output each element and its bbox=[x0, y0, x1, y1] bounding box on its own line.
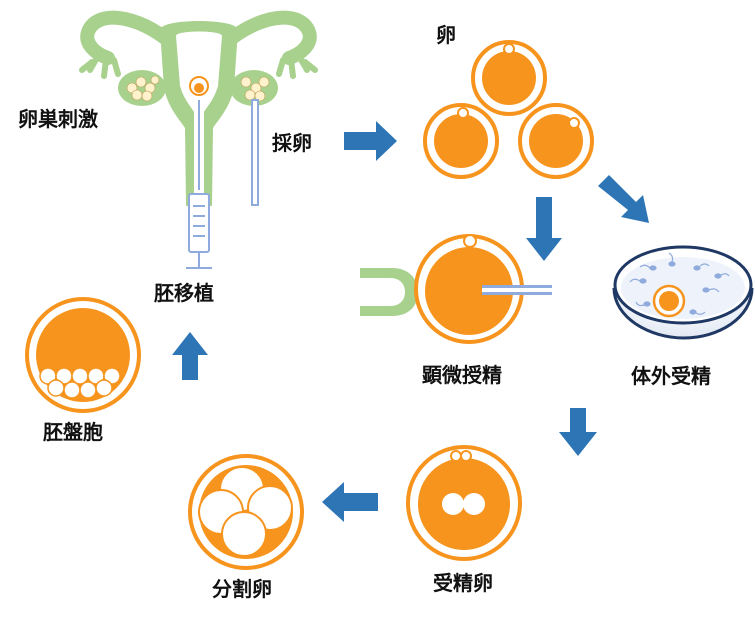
label-microinsemination: 顕微授精 bbox=[422, 363, 502, 387]
label-ovarian-stimulation: 卵巣刺激 bbox=[18, 107, 98, 131]
arrow-down-icon bbox=[526, 197, 562, 261]
arrow-diagonal-icon bbox=[598, 175, 649, 223]
label-embryo-transfer: 胚移植 bbox=[154, 281, 214, 305]
retrieved-eggs bbox=[423, 40, 594, 179]
arrow-left-icon bbox=[322, 482, 378, 522]
cleaving-egg-icon bbox=[188, 454, 304, 570]
label-fertilized-egg: 受精卵 bbox=[433, 571, 493, 595]
uterus-illustration bbox=[79, 10, 318, 206]
holding-pipette-icon bbox=[360, 268, 418, 316]
arrow-right-icon bbox=[344, 121, 397, 161]
label-egg: 卵 bbox=[436, 23, 456, 47]
label-ivf: 体外受精 bbox=[631, 364, 711, 388]
label-egg-retrieval: 採卵 bbox=[272, 131, 312, 155]
blastocyst-icon bbox=[25, 297, 141, 413]
label-cleaving-egg: 分割卵 bbox=[212, 577, 272, 601]
arrow-up-icon bbox=[172, 332, 208, 380]
syringe-icon bbox=[186, 193, 212, 269]
label-blastocyst: 胚盤胞 bbox=[43, 420, 103, 444]
fertilized-egg-icon bbox=[406, 445, 522, 561]
icsi-egg bbox=[414, 234, 552, 344]
arrow-down-icon bbox=[559, 408, 597, 456]
petri-dish-icon bbox=[612, 245, 754, 340]
